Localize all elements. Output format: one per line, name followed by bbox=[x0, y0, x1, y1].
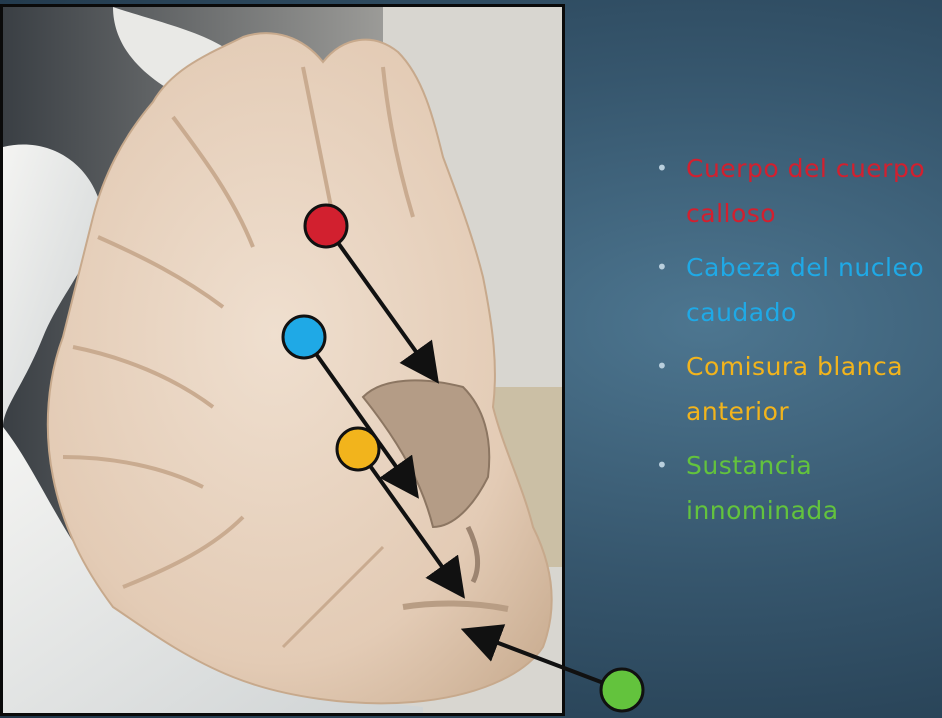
marker-red bbox=[303, 203, 349, 249]
legend-item-comisura-blanca: • Comisura blanca anterior bbox=[652, 344, 937, 434]
arrow-yellow bbox=[356, 447, 465, 599]
legend-item-cuerpo-calloso: • Cuerpo del cuerpo calloso bbox=[652, 146, 937, 236]
legend-item-sustancia-innominada: • Sustancia innominada bbox=[652, 443, 937, 533]
bullet-icon: • bbox=[656, 255, 669, 279]
arrow-blue bbox=[302, 335, 419, 499]
bullet-icon: • bbox=[656, 156, 669, 180]
legend-text: Comisura blanca anterior bbox=[686, 352, 904, 426]
legend-text: Sustancia innominada bbox=[686, 451, 839, 525]
marker-blue bbox=[281, 314, 327, 360]
arrow-red bbox=[324, 224, 439, 384]
legend-list: • Cuerpo del cuerpo calloso • Cabeza del… bbox=[652, 146, 937, 542]
legend-text: Cabeza del nucleo caudado bbox=[686, 253, 925, 327]
bullet-icon: • bbox=[656, 354, 669, 378]
marker-green bbox=[599, 667, 645, 713]
marker-yellow bbox=[335, 426, 381, 472]
brain-photo bbox=[0, 4, 565, 716]
legend-text: Cuerpo del cuerpo calloso bbox=[686, 154, 926, 228]
arrow-green bbox=[460, 624, 623, 692]
legend-item-nucleo-caudado: • Cabeza del nucleo caudado bbox=[652, 245, 937, 335]
bullet-icon: • bbox=[656, 453, 669, 477]
